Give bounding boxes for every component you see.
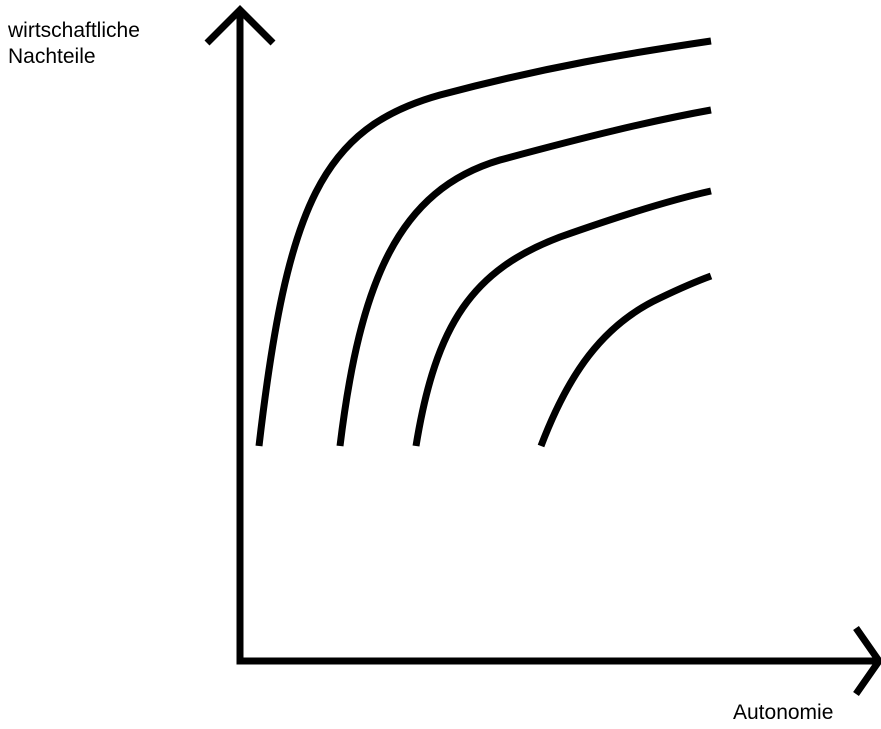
curve-3 [412, 187, 712, 447]
curve-1 [255, 37, 712, 447]
y-axis-label-line-2: Nachteile [8, 45, 96, 68]
y-axis-label-line-1: wirtschaftliche [8, 19, 140, 42]
indifference-curves [255, 37, 713, 448]
curve-4 [537, 272, 713, 448]
y-axis-label: wirtschaftliche Nachteile [8, 18, 140, 70]
x-axis-arrowhead [853, 625, 881, 697]
curve-2 [336, 106, 712, 447]
y-axis-arrowhead [204, 5, 276, 46]
x-axis-label: Autonomie [733, 701, 834, 724]
axes [204, 5, 881, 697]
